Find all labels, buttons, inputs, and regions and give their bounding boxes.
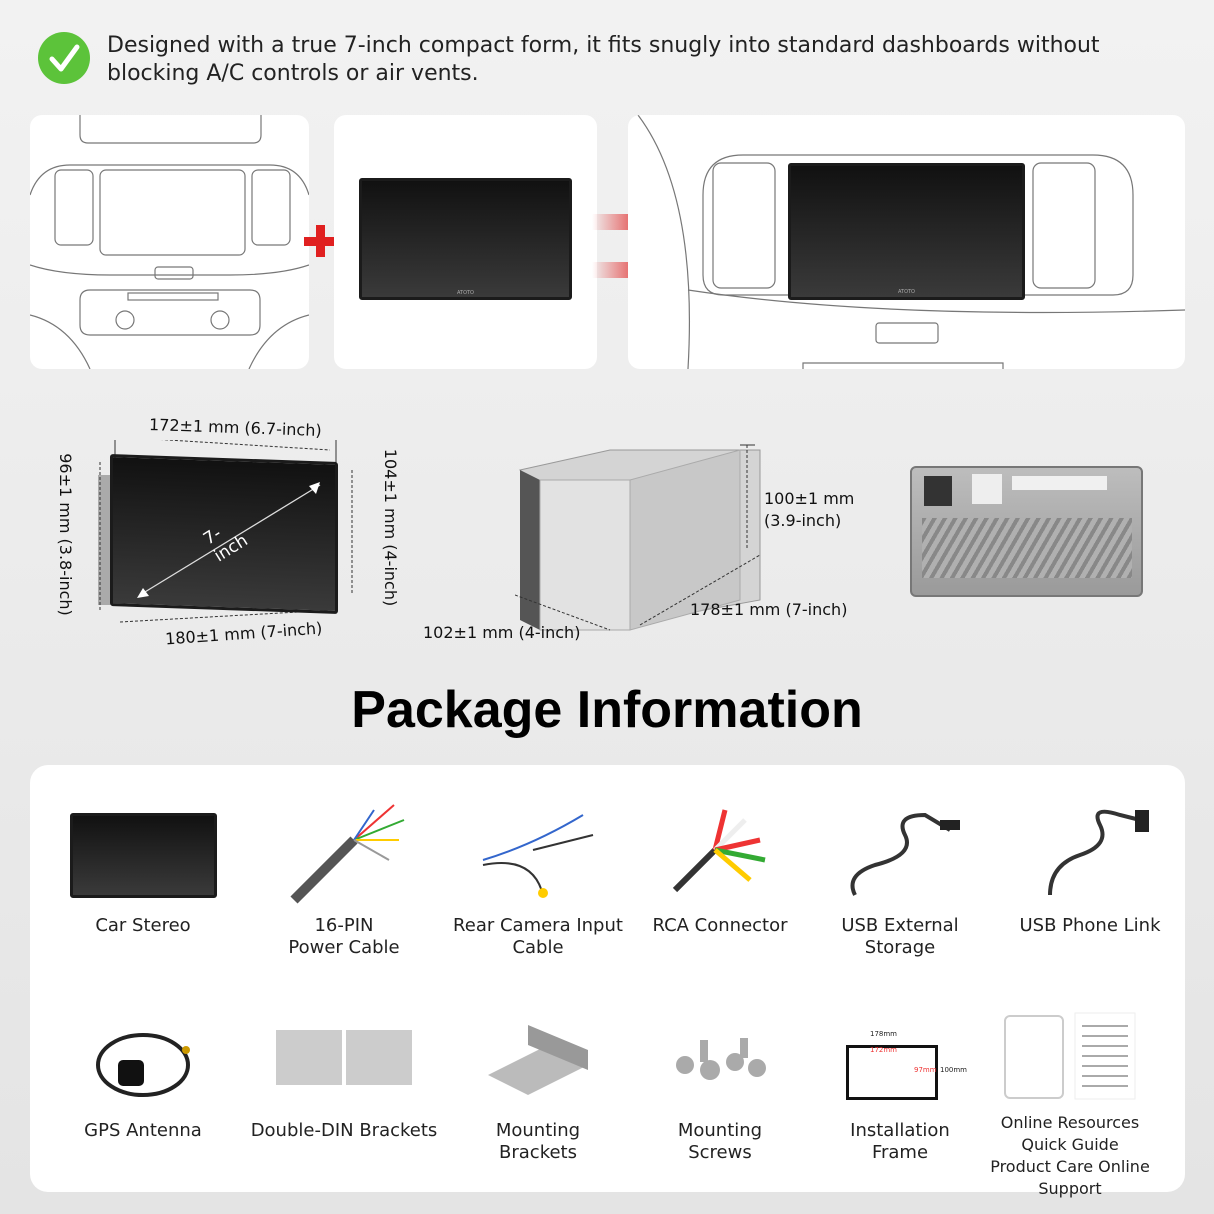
screws-icon [676,1038,766,1080]
car-stereo-icon [69,812,217,898]
package-item-usb-phone-link: USB Phone Link [980,795,1200,937]
check-circle-icon [38,32,90,84]
chassis-diagram [514,425,775,639]
package-contents-panel [30,765,1185,1192]
item-label: Double-DIN Brackets [250,1120,438,1141]
power-cable-icon [290,804,405,904]
package-item-car-stereo: Car Stereo [33,795,253,937]
stereo-unit-illustration: ATOTO [334,115,597,369]
gps-antenna-icon [96,1033,190,1097]
item-label: Mounting Brackets [495,1120,581,1163]
dashboard-empty-illustration [30,115,309,369]
mounting-bracket-icon [488,1025,588,1095]
item-label: Mounting Screws [677,1120,763,1163]
frame-outer-width: 178mm [870,1030,897,1038]
brand-label: ATOTO [456,290,474,296]
frame-inner-width: 172mm [870,1046,897,1054]
item-label: RCA Connector [652,915,788,936]
plus-icon [304,225,336,257]
package-item-installation-frame: 178mm 172mm 97mm 100mm Installation Fram… [790,1000,1010,1164]
package-item-double-din-brackets: Double-DIN Brackets [234,1000,454,1142]
front-width-label: 172±1 mm (6.7-inch) [148,414,322,441]
documents-icon [1004,1012,1136,1100]
item-label: Rear Camera Input Cable [453,915,623,958]
usb-storage-cable-icon [850,812,960,896]
chassis-depth-label: 178±1 mm (7-inch) [690,600,848,619]
package-item-mounting-brackets: Mounting Brackets [428,1000,648,1164]
left-height-label: 96±1 mm (3.8-inch) [55,453,75,616]
item-label: USB External Storage [841,915,959,958]
frame-inner-height: 97mm [914,1066,937,1074]
brand-label-installed: ATOTO [897,289,915,295]
chassis-width-label: 102±1 mm (4-inch) [423,623,581,642]
package-item-camera-cable: Rear Camera Input Cable [428,795,648,959]
rca-connector-icon [672,809,766,893]
package-item-power-cable: 16-PIN Power Cable [234,795,454,959]
right-height-label: 104±1 mm (4-inch) [381,448,401,607]
stereo-rear-panel-image [910,466,1143,597]
package-item-gps-antenna: GPS Antenna [33,1000,253,1142]
frame-outer-height: 100mm [940,1066,967,1074]
package-item-mounting-screws: Mounting Screws [610,1000,830,1164]
item-label: Online Resources Quick Guide Product Car… [990,1113,1150,1198]
headline: Designed with a true 7-inch compact form… [107,33,1100,86]
dashboard-installed-illustration: ATOTO [628,115,1185,369]
camera-cable-icon [482,814,594,898]
item-label: Installation Frame [850,1120,950,1163]
item-label: Car Stereo [95,915,191,936]
brackets-icon [276,1030,412,1085]
frame-icon: 178mm 172mm 97mm 100mm [790,1000,1010,1120]
package-item-documents: Online Resources Quick Guide Product Car… [960,1000,1180,1200]
item-label: GPS Antenna [84,1120,202,1141]
package-item-usb-storage: USB External Storage [790,795,1010,959]
usb-phone-link-icon [1048,809,1149,896]
item-label: USB Phone Link [1019,915,1161,936]
chassis-height-label: 100±1 mm (3.9-inch) [764,489,855,530]
item-label: 16-PIN Power Cable [288,915,400,958]
package-item-rca-connector: RCA Connector [610,795,830,937]
package-title: Package Information [351,681,863,739]
